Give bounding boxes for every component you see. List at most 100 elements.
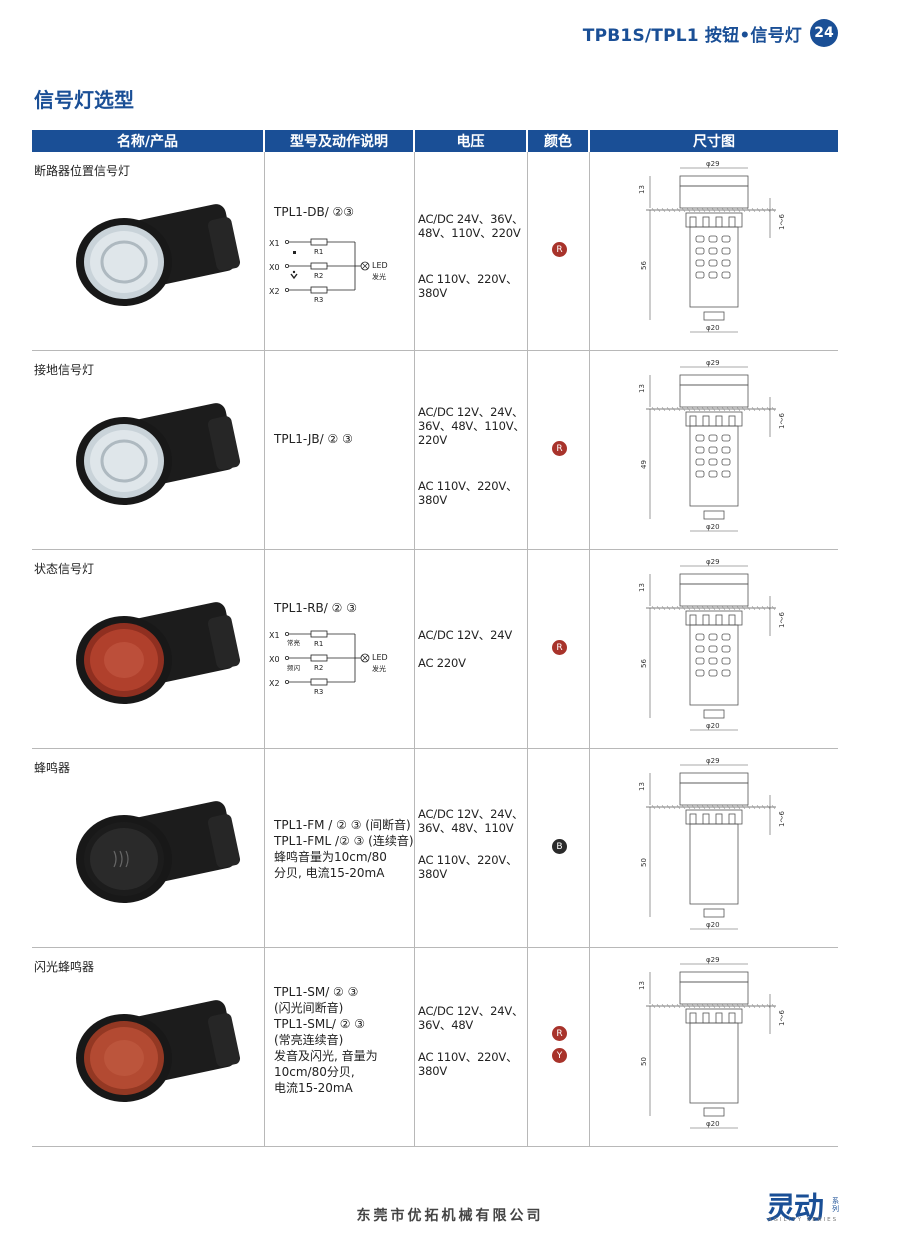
panel-hatch	[736, 406, 741, 412]
panel-hatch	[676, 406, 681, 412]
product-photo	[76, 602, 241, 704]
vent-slot	[721, 657, 731, 665]
panel-hatch	[716, 207, 721, 213]
product-lens	[90, 231, 158, 293]
nut-slot	[689, 1012, 697, 1024]
panel-hatch	[716, 605, 721, 611]
vent-slot	[708, 669, 718, 677]
product-terminal	[207, 1013, 241, 1067]
bezel-outline	[679, 384, 749, 408]
nut-slot	[689, 813, 697, 825]
panel-hatch	[666, 1003, 671, 1009]
dim-label-bottom: φ20	[706, 1120, 720, 1128]
panel-hatch	[701, 804, 706, 810]
mode-label: 常亮	[287, 638, 301, 647]
vent-slot	[721, 446, 731, 454]
resistor	[310, 678, 328, 686]
vent-slot	[708, 235, 718, 243]
vent-slot	[708, 633, 718, 641]
dim-label-top: φ29	[706, 558, 720, 566]
dim-label-panel: 1～6	[778, 1010, 786, 1026]
page-number-badge: 24	[810, 19, 838, 47]
panel-hatch	[761, 1003, 766, 1009]
panel-hatch	[716, 804, 721, 810]
voltage-ac: AC 110V、220V、 380V	[418, 479, 518, 507]
brand-series: 系列	[832, 1197, 839, 1213]
panel-hatch	[761, 406, 766, 412]
panel-hatch	[721, 1003, 726, 1009]
dim-label-top: φ29	[706, 956, 720, 964]
panel-hatch	[681, 804, 686, 810]
terminal-label: X2	[269, 679, 280, 688]
cell-product: 闪光蜂鸣器	[32, 948, 265, 1146]
resistor-label: R1	[314, 248, 323, 256]
vent-slot	[695, 458, 705, 466]
vent-slot	[695, 446, 705, 454]
dim-label-h1: 13	[638, 583, 646, 592]
body-outline	[689, 823, 739, 905]
cell-product: 断路器位置信号灯	[32, 152, 265, 350]
panel-hatch	[666, 207, 671, 213]
panel-hatch	[766, 207, 771, 213]
vent-slot	[708, 470, 718, 478]
panel-hatch	[686, 406, 691, 412]
terminal-node	[284, 680, 289, 685]
panel-hatch	[711, 804, 716, 810]
voltage-ac: AC 220V	[418, 656, 466, 670]
panel-hatch	[686, 605, 691, 611]
panel-hatch	[656, 1003, 661, 1009]
panel-hatch	[711, 207, 716, 213]
led-icon	[361, 262, 369, 270]
cell-model: TPL1-SM/ ② ③ (闪光间断音) TPL1-SML/ ② ③ (常亮连续…	[265, 948, 415, 1146]
panel-hatch	[676, 1003, 681, 1009]
panel-hatch	[741, 1003, 746, 1009]
panel-hatch	[696, 1003, 701, 1009]
panel-hatch	[756, 406, 761, 412]
voltage-ac: AC 110V、220V、 380V	[418, 853, 518, 881]
panel-hatch	[741, 207, 746, 213]
sound-icon	[113, 850, 117, 868]
terminal-node	[284, 655, 289, 660]
product-lens	[90, 828, 158, 890]
resistor	[310, 262, 328, 270]
panel-hatch	[651, 1003, 656, 1009]
panel-hatch	[736, 207, 741, 213]
panel-hatch	[761, 804, 766, 810]
bezel-outline	[679, 981, 749, 1005]
product-terminal	[207, 416, 241, 470]
nut-slot	[702, 614, 710, 626]
vent-slot	[721, 259, 731, 267]
dim-label-bottom: φ20	[706, 722, 720, 730]
dim-label-h1: 13	[638, 981, 646, 990]
panel-hatch	[746, 804, 751, 810]
resistor	[310, 286, 328, 294]
vent-slot	[695, 434, 705, 442]
panel-hatch	[691, 605, 696, 611]
nut-slot	[715, 216, 723, 228]
panel-hatch	[771, 1003, 776, 1009]
product-terminal	[207, 217, 241, 271]
vent-slot	[695, 235, 705, 243]
cap-outline	[679, 374, 749, 386]
panel-hatch	[731, 804, 736, 810]
panel-hatch	[701, 207, 706, 213]
brand-name: 灵动	[766, 1191, 824, 1226]
dim-label-top: φ29	[706, 359, 720, 367]
panel-hatch	[741, 605, 746, 611]
nut-outline	[685, 411, 743, 427]
panel-hatch	[661, 406, 666, 412]
nut-slot	[702, 1012, 710, 1024]
dim-label-top: φ29	[706, 757, 720, 765]
bezel-outline	[679, 185, 749, 209]
dim-label-panel: 1～6	[778, 413, 786, 429]
terminal-label: X0	[269, 655, 280, 664]
terminal-node	[284, 263, 289, 268]
